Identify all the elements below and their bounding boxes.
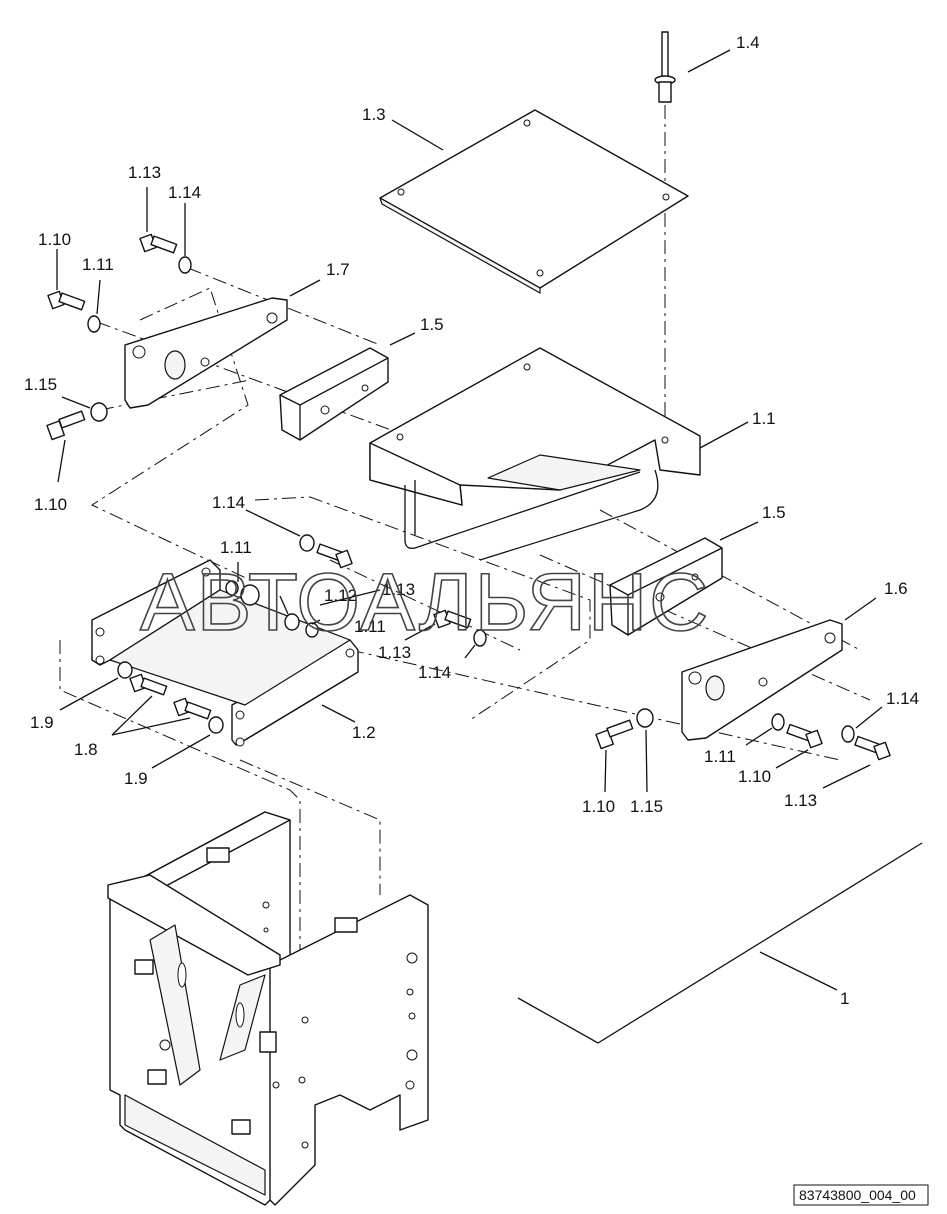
callout-1-14-d: 1.14 <box>886 689 919 708</box>
callout-1-4: 1.4 <box>736 33 760 52</box>
callout-1-10-b: 1.10 <box>34 495 67 514</box>
rivet <box>654 31 676 103</box>
bracket-body <box>369 347 701 561</box>
callout-1: 1 <box>840 989 849 1008</box>
callout-1-13-b: 1.13 <box>382 580 415 599</box>
callout-1-11-c: 1.11 <box>354 617 386 636</box>
bolts-middle <box>117 534 487 734</box>
callout-1-3: 1.3 <box>362 105 386 124</box>
callout-1-10: 1.10 <box>38 230 71 249</box>
callout-1-6: 1.6 <box>884 579 908 598</box>
drawing-reference-number: 83743800_004_00 <box>799 1187 916 1203</box>
callout-1-15-b: 1.15 <box>630 797 663 816</box>
callout-1-2: 1.2 <box>352 723 376 742</box>
watermark-text: АВТОАЛЬЯНС <box>140 557 710 648</box>
callout-1-9: 1.9 <box>30 713 54 732</box>
callout-1-11-d: 1.11 <box>704 747 736 766</box>
callout-1-14-b: 1.14 <box>212 493 245 512</box>
cover-plate <box>379 109 689 294</box>
rubber-block-lower <box>609 537 723 636</box>
callout-1-9-b: 1.9 <box>124 769 148 788</box>
callout-labels: 1.4 1.3 1.13 1.14 1.10 1.11 1.7 1.5 1.15… <box>24 33 919 1008</box>
callout-1-13-c: 1.13 <box>378 643 411 662</box>
drawing-reference: 83743800_004_00 <box>793 1184 929 1206</box>
callout-1-15: 1.15 <box>24 375 57 394</box>
callout-1-7: 1.7 <box>326 260 350 279</box>
callout-1-8: 1.8 <box>74 740 98 759</box>
callout-1-14-c: 1.14 <box>418 663 451 682</box>
callout-1-14: 1.14 <box>168 183 201 202</box>
bolts-left-upper <box>46 233 192 441</box>
callout-1-1: 1.1 <box>752 409 776 428</box>
callout-1-13: 1.13 <box>128 163 161 182</box>
bolts-right <box>595 708 891 761</box>
left-support-bracket <box>124 297 288 409</box>
rubber-block-upper <box>279 347 389 441</box>
leader-lines <box>56 49 923 1044</box>
right-support-bracket <box>681 619 843 741</box>
callout-1-11: 1.11 <box>82 255 114 274</box>
callout-1-10-c: 1.10 <box>738 767 771 786</box>
callout-1-5-b: 1.5 <box>762 503 786 522</box>
callout-1-11-b: 1.11 <box>220 538 252 557</box>
callout-1-13-d: 1.13 <box>784 791 817 810</box>
base-console <box>107 811 429 1206</box>
callout-1-12: 1.12 <box>324 586 357 605</box>
callout-1-5: 1.5 <box>420 315 444 334</box>
callout-1-10-d: 1.10 <box>582 797 615 816</box>
